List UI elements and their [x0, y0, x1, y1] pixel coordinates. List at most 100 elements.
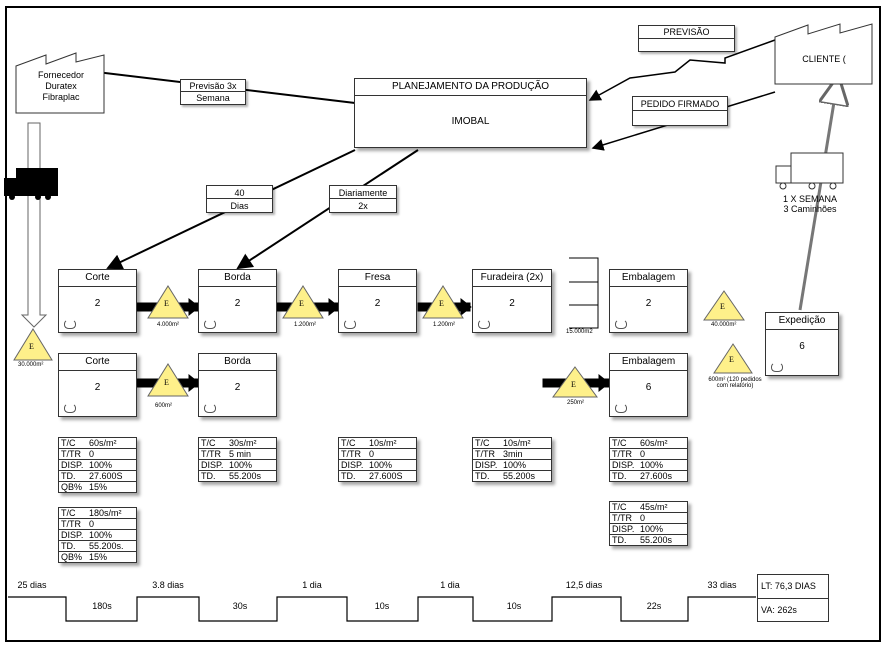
data-row-value: 60s/m²	[640, 438, 668, 448]
timeline-process: 22s	[646, 601, 662, 611]
inventory-label: 1.200m²	[294, 322, 317, 328]
diagram-frame	[5, 6, 881, 642]
data-row-value: 5 min	[229, 449, 252, 459]
data-row-key: T/TR	[61, 519, 81, 529]
data-row-key: TD.	[612, 471, 627, 481]
firm-order-box: PEDIDO FIRMADO	[632, 96, 728, 126]
planning-title: PLANEJAMENTO DA PRODUÇÃO	[355, 79, 586, 96]
process-name: Embalagem	[610, 270, 687, 287]
process-operators: 2	[234, 298, 241, 309]
data-row-key: T/TR	[475, 449, 495, 459]
process-borda-2: Borda 2	[198, 353, 277, 417]
data-row-key: T/C	[201, 438, 216, 448]
process-operators: 2	[234, 382, 241, 393]
supplier-line2: Duratex	[45, 81, 77, 91]
info-40-box: 40 Dias	[206, 185, 273, 213]
data-row: QB%15%	[59, 552, 136, 562]
firm-order-label: PEDIDO FIRMADO	[633, 97, 727, 111]
data-row-key: DISP.	[612, 524, 635, 534]
inventory-symbol: E	[164, 299, 169, 308]
data-row-key: T/C	[475, 438, 490, 448]
planning-system: IMOBAL	[451, 116, 490, 127]
data-row-key: DISP.	[61, 530, 84, 540]
data-row-key: TD.	[612, 535, 627, 545]
process-borda-1: Borda 2	[198, 269, 277, 333]
timeline-process: 10s	[374, 601, 390, 611]
data-row: TD.27.600S	[339, 471, 416, 481]
process-operators: 2	[94, 382, 101, 393]
data-row: TD.55.200s.	[59, 541, 136, 552]
data-row-value: 0	[89, 449, 95, 459]
inventory-triangles	[13, 285, 753, 398]
customer-truck-icon	[775, 152, 844, 190]
data-row-value: 100%	[369, 460, 393, 470]
info-40-bottom: Dias	[230, 201, 249, 211]
supplier-truck-icon	[4, 168, 58, 200]
data-row-key: TD.	[475, 471, 490, 481]
delivery-line1: 1 X SEMANA	[782, 194, 838, 204]
operator-icon	[615, 319, 627, 329]
operator-icon	[615, 403, 627, 413]
data-row-value: 55.200s.	[89, 541, 124, 551]
timeline-wait: 33 dias	[707, 580, 737, 590]
info-daily-box: Diariamente 2x	[329, 185, 397, 213]
value-added-label: VA: 262s	[761, 605, 797, 615]
process-name: Borda	[199, 270, 276, 287]
inventory-label-line2: com relatório)	[716, 383, 754, 389]
process-name: Furadeira (2x)	[473, 270, 551, 287]
process-corte-1: Corte 2	[58, 269, 137, 333]
inventory-symbol: E	[571, 380, 576, 389]
inventory-label: 4.000m²	[157, 322, 180, 328]
process-operators: 6	[645, 382, 652, 393]
data-row-key: TD.	[61, 471, 76, 481]
data-row-value: 27.600S	[369, 471, 403, 481]
timeline-line	[8, 596, 756, 622]
supplier-shipment-arrow	[20, 122, 48, 328]
supplier-factory-icon	[15, 52, 105, 114]
inventory-label: 40.000m²	[711, 322, 737, 328]
process-name: Expedição	[766, 313, 838, 330]
inventory-symbol: E	[299, 299, 304, 308]
timeline-wait: 12,5 dias	[565, 580, 603, 590]
data-row-value: 45s/m²	[640, 502, 668, 512]
process-corte-2: Corte 2	[58, 353, 137, 417]
lead-time-box: LT: 76,3 DIAS VA: 262s	[757, 574, 829, 622]
info-daily-bottom: 2x	[358, 201, 368, 211]
customer-shipment-arrow	[798, 90, 836, 311]
supplier-info-box: Previsão 3x Semana	[180, 79, 246, 105]
data-row: DISP.100%	[339, 460, 416, 471]
data-row-value: 15%	[89, 482, 108, 492]
timeline-wait: 3.8 dias	[152, 580, 184, 590]
inventory-symbol: E	[439, 299, 444, 308]
process-expedicao: Expedição 6	[765, 312, 839, 376]
data-row-key: T/C	[61, 438, 76, 448]
data-row-value: 100%	[89, 530, 113, 540]
delivery-label: 1 X SEMANA 3 Caminhões	[770, 194, 850, 214]
supermarket-icon	[569, 257, 599, 329]
inventory-label: 30.000m²	[18, 362, 44, 368]
data-row-key: T/TR	[341, 449, 361, 459]
inventory-label: 1.200m²	[433, 322, 456, 328]
process-fresa: Fresa 2	[338, 269, 417, 333]
info-line-planning-borda	[236, 149, 419, 270]
timeline-process: 180s	[92, 601, 112, 611]
timeline-wait: 25 dias	[17, 580, 47, 590]
inventory-symbol: E	[729, 355, 734, 364]
supplier-info-top: Previsão 3x	[181, 80, 245, 92]
operator-icon	[478, 319, 490, 329]
timeline-wait: 1 dia	[302, 580, 322, 590]
supplier-label: Fornecedor Duratex Fibraplac	[18, 70, 104, 103]
data-row-value: 27.600S	[89, 471, 123, 481]
data-row: DISP.100%	[610, 524, 687, 535]
